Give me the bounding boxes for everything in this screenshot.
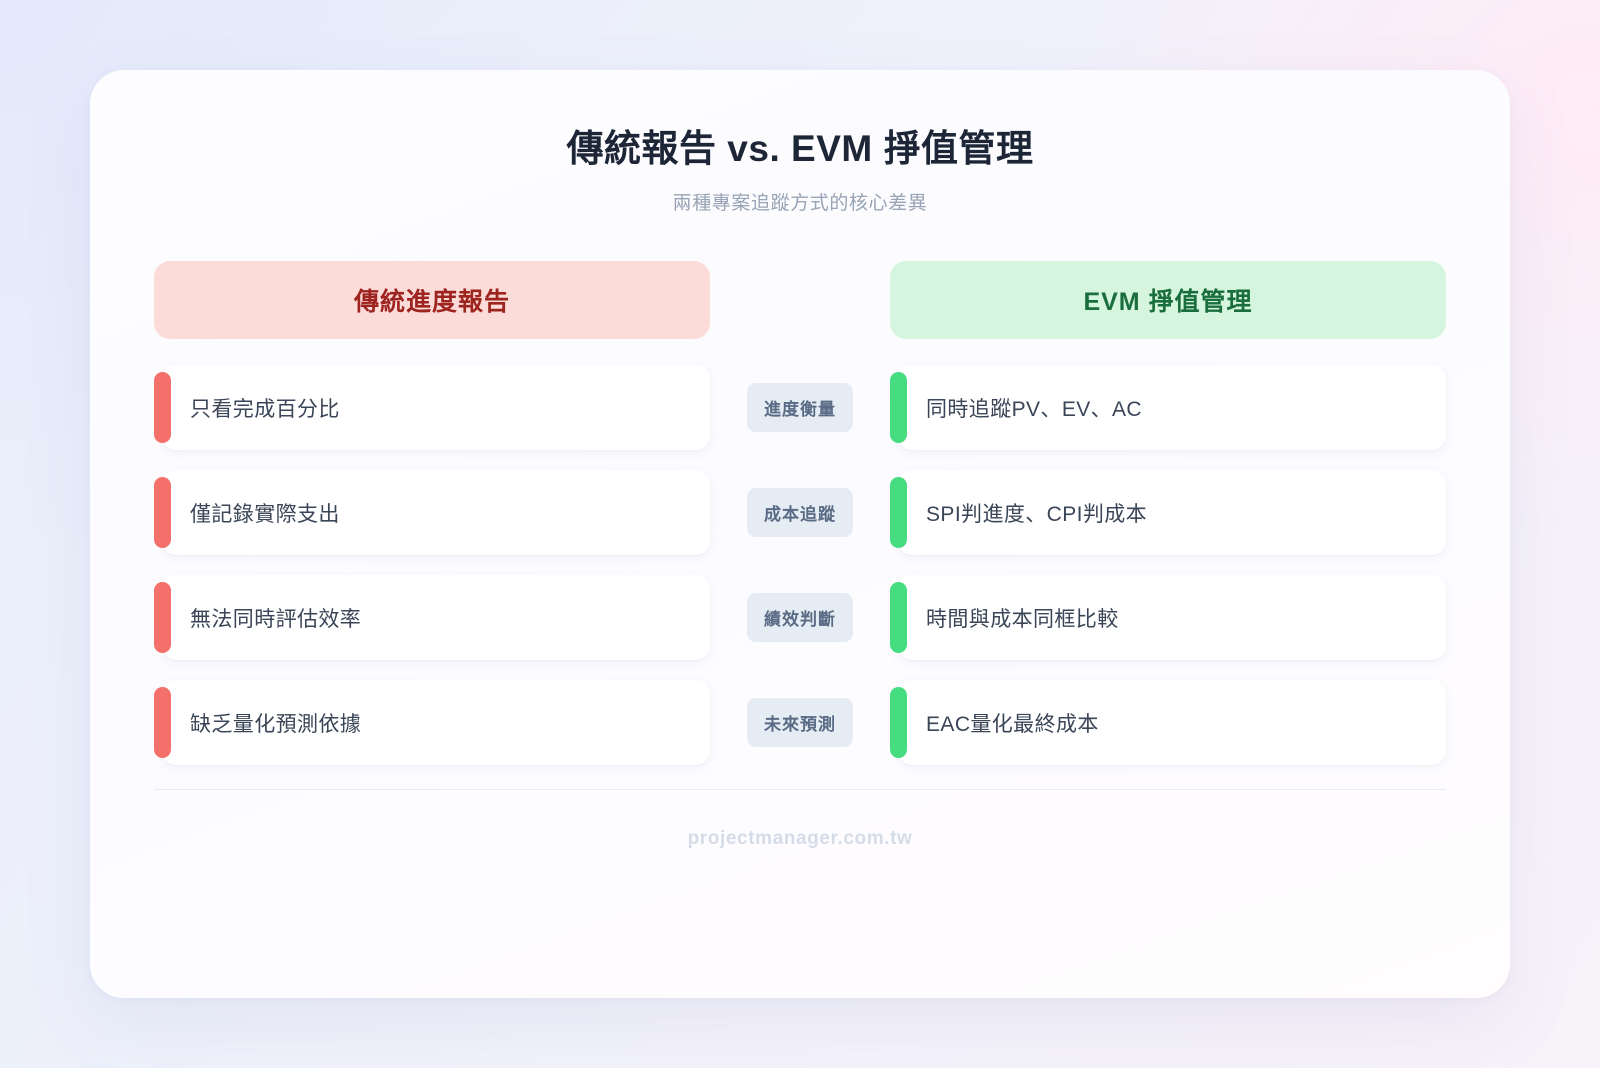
evm-card: 時間與成本同框比較 <box>890 575 1446 661</box>
card-surface <box>898 680 1446 766</box>
card-surface <box>898 470 1446 556</box>
traditional-card: 只看完成百分比 <box>154 365 710 451</box>
evm-card-text: SPI判進度、CPI判成本 <box>926 502 1148 526</box>
comparison-row: 僅記錄實際支出 成本追蹤 SPI判進度、CPI判成本 <box>154 470 1446 556</box>
traditional-card: 僅記錄實際支出 <box>154 470 710 556</box>
evm-card: EAC量化最終成本 <box>890 680 1446 766</box>
category-pill: 進度衡量 <box>747 383 853 433</box>
column-headers: 傳統進度報告 EVM 掙值管理 <box>154 261 1446 340</box>
evm-card-text: 同時追蹤PV、EV、AC <box>926 397 1142 421</box>
category-slot: 未來預測 <box>710 698 890 748</box>
traditional-card-text: 只看完成百分比 <box>190 397 340 421</box>
card-surface <box>162 680 710 766</box>
category-slot: 進度衡量 <box>710 383 890 433</box>
accent-bar-green <box>890 687 907 759</box>
evm-card-text: EAC量化最終成本 <box>926 712 1099 736</box>
traditional-card-text: 僅記錄實際支出 <box>190 502 340 526</box>
accent-bar-red <box>154 372 171 444</box>
page-subtitle: 兩種專案追蹤方式的核心差異 <box>672 193 928 215</box>
comparison-row: 只看完成百分比 進度衡量 同時追蹤PV、EV、AC <box>154 365 1446 451</box>
traditional-card-text: 缺乏量化預測依據 <box>190 712 362 736</box>
category-pill: 成本追蹤 <box>747 488 853 538</box>
footer-divider <box>154 789 1446 791</box>
category-pill: 未來預測 <box>747 698 853 748</box>
comparison-rows: 只看完成百分比 進度衡量 同時追蹤PV、EV、AC 僅記錄實際支出 成本追蹤 <box>154 365 1446 766</box>
traditional-card-text: 無法同時評估效率 <box>190 607 362 631</box>
column-header-traditional: 傳統進度報告 <box>154 261 710 340</box>
category-slot: 績效判斷 <box>710 593 890 643</box>
panel-header: 傳統報告 vs. EVM 掙值管理 兩種專案追蹤方式的核心差異 <box>154 126 1446 215</box>
accent-bar-red <box>154 687 171 759</box>
accent-bar-red <box>154 582 171 654</box>
page-title: 傳統報告 vs. EVM 掙值管理 <box>566 128 1034 169</box>
accent-bar-green <box>890 477 907 549</box>
card-surface <box>162 470 710 556</box>
accent-bar-green <box>890 582 907 654</box>
evm-card: SPI判進度、CPI判成本 <box>890 470 1446 556</box>
comparison-row: 缺乏量化預測依據 未來預測 EAC量化最終成本 <box>154 680 1446 766</box>
comparison-panel: 傳統報告 vs. EVM 掙值管理 兩種專案追蹤方式的核心差異 傳統進度報告 E… <box>90 70 1510 998</box>
card-surface <box>162 365 710 451</box>
traditional-card: 無法同時評估效率 <box>154 575 710 661</box>
traditional-card: 缺乏量化預測依據 <box>154 680 710 766</box>
category-slot: 成本追蹤 <box>710 488 890 538</box>
accent-bar-red <box>154 477 171 549</box>
evm-card-text: 時間與成本同框比較 <box>926 607 1119 631</box>
footer-site: projectmanager.com.tw <box>687 828 913 850</box>
card-surface <box>898 365 1446 451</box>
comparison-row: 無法同時評估效率 績效判斷 時間與成本同框比較 <box>154 575 1446 661</box>
evm-card: 同時追蹤PV、EV、AC <box>890 365 1446 451</box>
column-header-evm: EVM 掙值管理 <box>890 261 1446 340</box>
accent-bar-green <box>890 372 907 444</box>
card-surface <box>162 575 710 661</box>
category-pill: 績效判斷 <box>747 593 853 643</box>
card-surface <box>898 575 1446 661</box>
